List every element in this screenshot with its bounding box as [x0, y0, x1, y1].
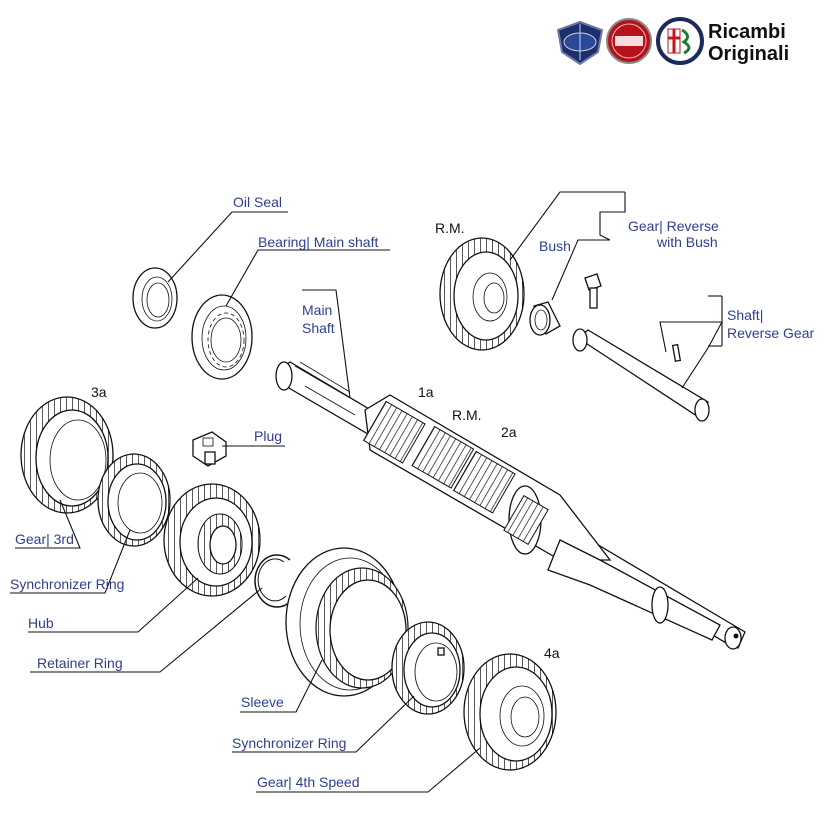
- plug-part: [192, 431, 227, 467]
- label-shaft-reverse-line1: Shaft|: [727, 307, 763, 323]
- label-retainer-ring: Retainer Ring: [37, 655, 123, 671]
- oil-seal-part: [132, 267, 178, 329]
- retainer-ring-part: [254, 554, 293, 608]
- gear-3rd-part: [20, 396, 114, 514]
- main-shaft-part: [275, 361, 746, 650]
- brand-title-line1: Ricambi: [708, 21, 786, 43]
- sleeve-part: [285, 547, 409, 697]
- label-bearing: Bearing| Main shaft: [258, 234, 378, 250]
- label-synchronizer-ring-2: Synchronizer Ring: [232, 735, 346, 751]
- ref-3a: 3a: [91, 384, 107, 400]
- alfa-romeo-logo: [656, 17, 704, 65]
- ref-1a: 1a: [418, 384, 434, 400]
- fiat-logo: [606, 18, 652, 64]
- reverse-shaft-part: [572, 328, 710, 422]
- label-plug: Plug: [254, 428, 282, 444]
- bearing-part: [191, 294, 253, 380]
- label-gear-3rd: Gear| 3rd: [15, 531, 74, 547]
- label-sleeve: Sleeve: [241, 694, 284, 710]
- label-synchronizer-ring-1: Synchronizer Ring: [10, 576, 124, 592]
- label-bush: Bush: [539, 238, 571, 254]
- label-main-shaft-line2: Shaft: [302, 320, 335, 336]
- label-hub: Hub: [28, 615, 54, 631]
- label-oil-seal: Oil Seal: [233, 194, 282, 210]
- synchronizer-ring-2-part: [391, 621, 465, 715]
- brand-header: Ricambi Originali: [556, 17, 789, 66]
- hub-part: [163, 483, 261, 597]
- ref-rm-top: R.M.: [435, 220, 465, 236]
- label-main-shaft-line1: Main: [302, 302, 332, 318]
- lancia-logo: [556, 20, 604, 66]
- gear-4th-part: [463, 653, 557, 771]
- part-labels: Oil Seal Bearing| Main shaft Main Shaft …: [10, 194, 814, 790]
- label-gear-reverse-line1: Gear| Reverse: [628, 218, 719, 234]
- bush-part: [529, 301, 561, 336]
- label-gear-4th: Gear| 4th Speed: [257, 774, 359, 790]
- brand-title-line2: Originali: [708, 43, 789, 65]
- bolt-part: [584, 273, 602, 309]
- ref-rm-mid: R.M.: [452, 407, 482, 423]
- reverse-gear-part: [439, 237, 525, 351]
- label-shaft-reverse-line2: Reverse Gear: [727, 325, 814, 341]
- ref-4a: 4a: [544, 645, 560, 661]
- ref-2a: 2a: [501, 424, 517, 440]
- label-gear-reverse-line2: with Bush: [656, 234, 718, 250]
- reference-codes: R.M. R.M. 1a 2a 3a 4a: [91, 220, 560, 661]
- leader-lines: [10, 191, 723, 793]
- synchronizer-ring-1-part: [97, 453, 171, 547]
